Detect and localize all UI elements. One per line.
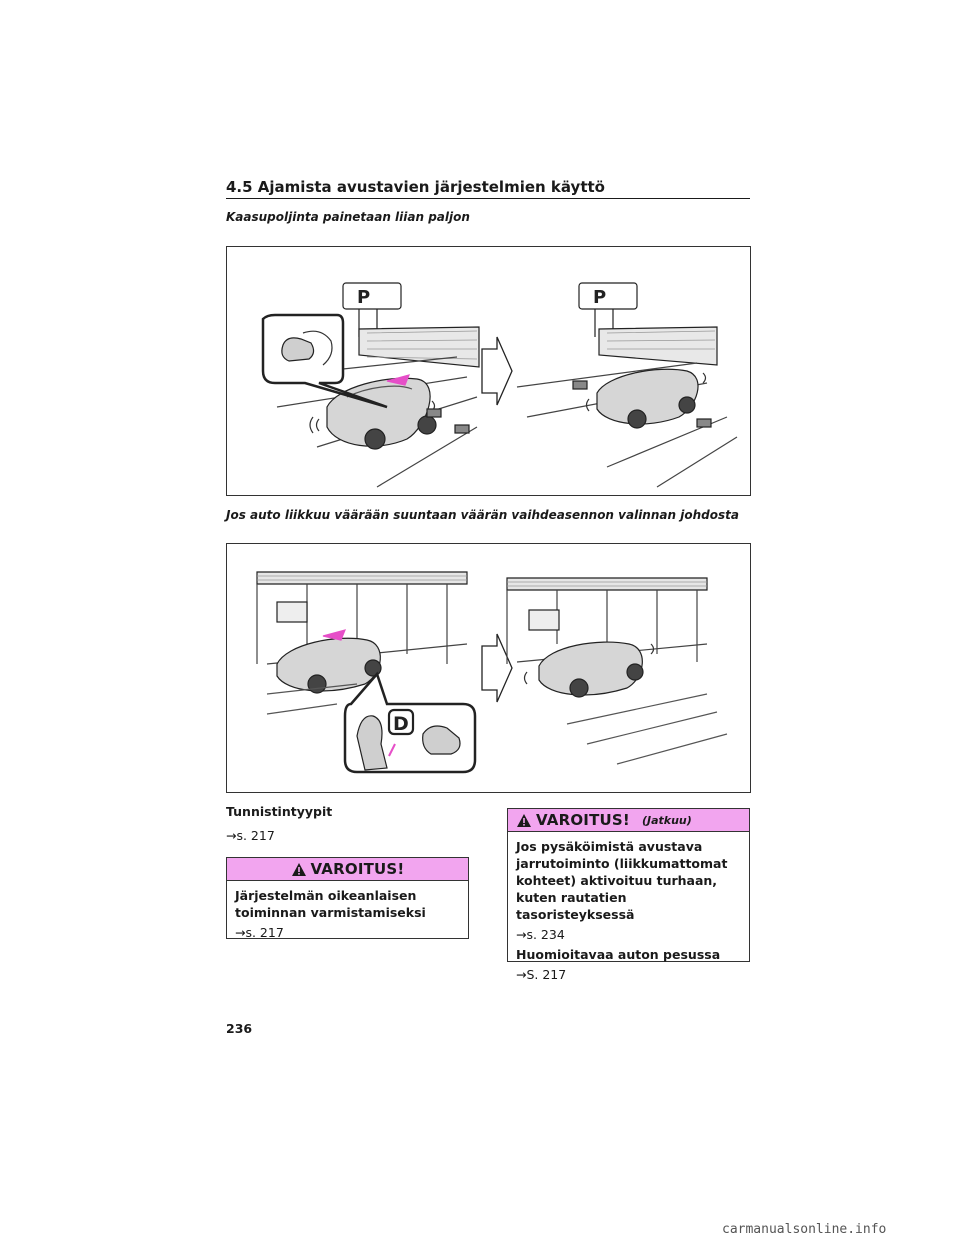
warning2-ref2: →S. 217	[516, 967, 567, 982]
figure-parking-acceleration: P P	[226, 246, 751, 496]
section-rule	[226, 198, 750, 199]
warning-continued: (Jatkuu)	[641, 813, 692, 827]
warning-header-2: VAROITUS! (Jatkuu)	[508, 809, 749, 832]
warning1-heading: Järjestelmän oikeanlaisen toiminnan varm…	[235, 888, 426, 920]
gear-callout: D	[343, 671, 477, 774]
store-scene-right	[506, 577, 728, 765]
detection-ref: →s. 217	[226, 828, 275, 843]
pedal-callout	[261, 313, 388, 409]
warning-title-2: VAROITUS!	[536, 811, 630, 829]
gear-letter: D	[393, 713, 409, 735]
warning2-heading2: Huomioitavaa auton pesussa	[516, 947, 721, 962]
parking-scene-left: P	[266, 282, 480, 488]
figure-wrong-gear: D	[226, 543, 751, 793]
warning-triangle-icon	[291, 862, 306, 876]
motion-arrow	[386, 374, 411, 386]
motion-arrow	[322, 629, 347, 641]
warning-box-1: VAROITUS! Järjestelmän oikeanlaisen toim…	[226, 857, 469, 940]
transition-arrow-icon	[481, 633, 513, 703]
warning2-heading1: Jos pysäköimistä avustava jarrutoiminto …	[516, 839, 728, 922]
warning-header-1: VAROITUS!	[227, 858, 468, 881]
warning-triangle-icon	[517, 813, 531, 827]
figure1-caption: Kaasupoljinta painetaan liian paljon	[226, 210, 470, 224]
site-watermark: carmanualsonline.info	[722, 1222, 887, 1237]
warning-box-2: VAROITUS! (Jatkuu) Jos pysäköimistä avus…	[507, 808, 750, 982]
store-scene-left	[256, 571, 468, 715]
page-number: 236	[226, 1021, 253, 1036]
detection-heading: Tunnistintyypit	[226, 804, 333, 819]
warning1-ref: →s. 217	[235, 925, 284, 940]
warning-title-1: VAROITUS!	[310, 860, 405, 878]
warning2-ref1: →s. 234	[516, 927, 565, 942]
transition-arrow-icon	[481, 336, 513, 406]
svg-text:P: P	[357, 287, 370, 308]
svg-text:P: P	[593, 287, 606, 308]
figure2-caption: Jos auto liikkuu väärään suuntaan väärän…	[226, 508, 739, 522]
section-title: 4.5 Ajamista avustavien järjestelmien kä…	[226, 178, 605, 196]
parking-scene-right: P	[516, 282, 738, 488]
